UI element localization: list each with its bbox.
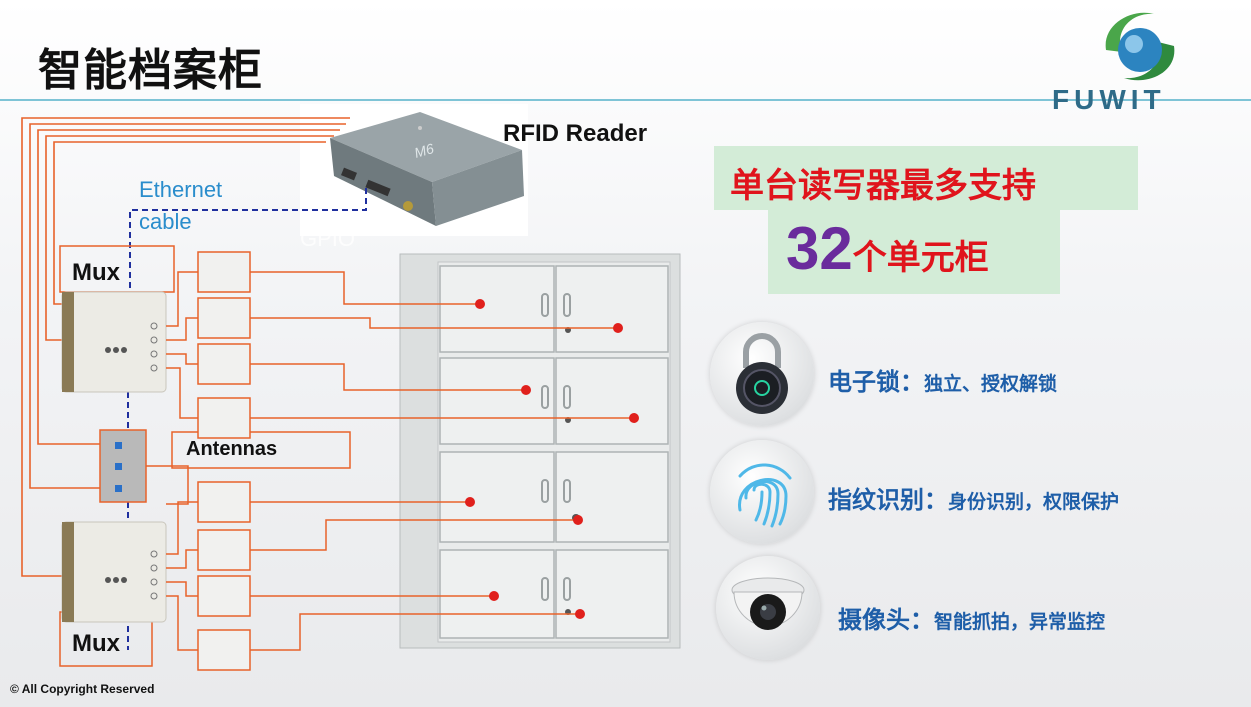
fuwit-logo <box>1105 12 1175 81</box>
ethernet-switch-device <box>99 429 147 503</box>
padlock-icon-circle <box>710 322 814 426</box>
cabinet-antenna-points <box>465 299 639 619</box>
reader-mark: M6 <box>412 140 435 161</box>
gpio-faint-label: GPIO <box>300 226 355 251</box>
mux-top-label: Mux <box>72 259 120 286</box>
padlock-icon <box>736 333 788 414</box>
archive-cabinet <box>399 253 681 649</box>
page-title: 智能档案柜 <box>38 45 263 96</box>
mux-bottom-device <box>61 521 167 623</box>
feature-lock-desc: 独立、授权解锁 <box>924 373 1058 395</box>
feature-fingerprint-desc: 身份识别，权限保护 <box>948 491 1120 513</box>
dome-camera-icon <box>731 577 805 630</box>
ethernet-label-line2: cable <box>139 209 192 234</box>
feature-lock-name: 电子锁： <box>828 368 924 396</box>
highlight-box-bottom <box>768 210 1060 294</box>
capacity-number: 32 <box>786 215 853 282</box>
rfid-system-diagram: M6 GPIO <box>21 112 681 671</box>
header-divider <box>0 99 1251 101</box>
mux-bottom-label: Mux <box>72 630 120 657</box>
mux-top-device <box>61 291 167 393</box>
feature-camera: 摄像头：智能抓拍，异常监控 <box>838 600 1105 635</box>
copyright-notice: © All Copyright Reserved <box>10 682 155 696</box>
fingerprint-icon <box>738 463 792 528</box>
reader-port-wires <box>21 117 350 577</box>
antenna-pads <box>197 251 251 671</box>
brand-wordmark: FUWIT <box>1052 84 1166 115</box>
antennas-label-box <box>171 431 351 469</box>
rfid-reader-device <box>330 112 524 226</box>
capacity-line: 32个单元柜 <box>786 214 989 283</box>
antenna-cabinet-wires <box>250 271 634 651</box>
fingerprint-icon-circle <box>710 440 814 544</box>
rfid-reader-label: RFID Reader <box>503 120 648 147</box>
highlight-box-top <box>714 146 1138 210</box>
feature-fingerprint-name: 指纹识别： <box>828 486 948 514</box>
ethernet-cable-label: Ethernet cable <box>139 174 222 238</box>
ethernet-cable-line <box>127 188 367 650</box>
capacity-heading: 单台读写器最多支持 <box>730 166 1036 206</box>
feature-camera-name: 摄像头： <box>838 606 934 634</box>
feature-lock: 电子锁：独立、授权解锁 <box>828 362 1057 397</box>
mux-antenna-wires <box>166 271 198 651</box>
capacity-unit: 个单元柜 <box>852 238 989 278</box>
antennas-label: Antennas <box>186 438 278 460</box>
ethernet-label-line1: Ethernet <box>139 177 223 202</box>
feature-fingerprint: 指纹识别：身份识别，权限保护 <box>828 480 1119 515</box>
feature-camera-desc: 智能抓拍，异常监控 <box>934 611 1106 633</box>
dome-camera-icon-circle <box>716 556 820 660</box>
